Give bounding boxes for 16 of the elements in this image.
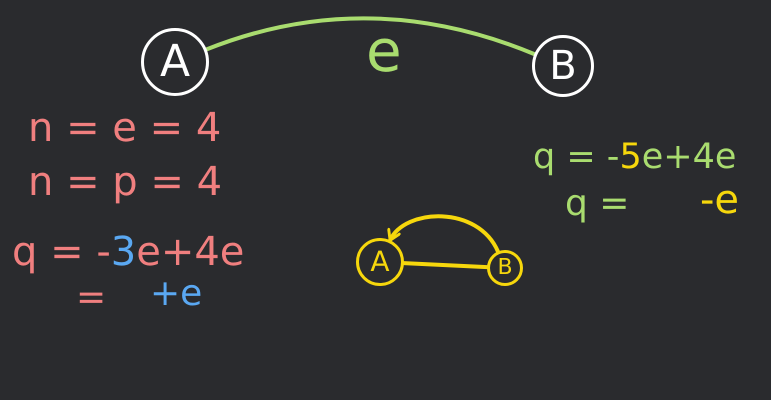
equation-text: n = p = 4 <box>28 160 222 204</box>
circle-node: A <box>141 28 209 96</box>
circle-node: B <box>487 250 523 286</box>
connector-line <box>204 16 536 56</box>
circle-node: A <box>356 238 404 286</box>
equation-text: n = e = 4 <box>28 106 222 150</box>
arrow <box>388 214 500 254</box>
equation-text: +e <box>150 274 202 314</box>
equation-text: q = -5e+4e <box>533 138 736 176</box>
equation-text: q = -3e+4e <box>12 230 244 274</box>
equation-text: -e <box>700 178 740 222</box>
equation-text: = <box>76 278 106 318</box>
equation-text: q = <box>565 184 630 224</box>
circle-node: B <box>532 35 594 97</box>
edge-label: e <box>366 20 402 84</box>
connector-line <box>402 261 490 270</box>
